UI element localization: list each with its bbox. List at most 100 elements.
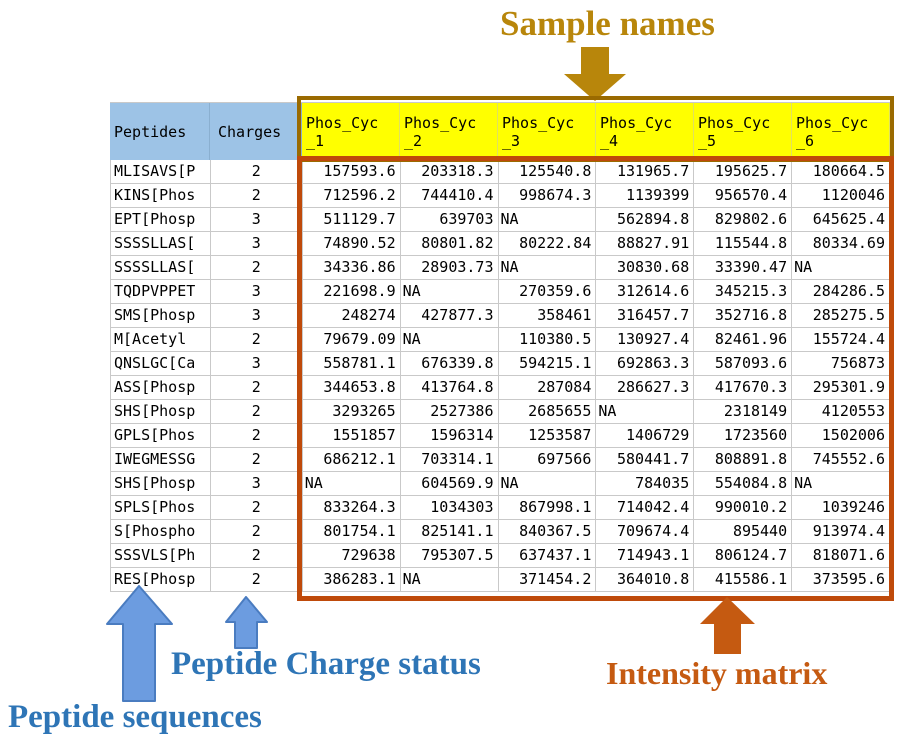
intensity-cell[interactable]: 1139399 <box>596 184 695 208</box>
intensity-cell[interactable]: 115544.8 <box>694 232 793 256</box>
intensity-cell[interactable]: NA <box>792 256 890 280</box>
peptide-cell[interactable]: S[Phospho <box>111 520 211 544</box>
intensity-cell[interactable]: 157593.6 <box>302 160 401 184</box>
intensity-cell[interactable]: 692863.3 <box>596 352 695 376</box>
intensity-cell[interactable]: 825141.1 <box>400 520 499 544</box>
intensity-cell[interactable]: 373595.6 <box>792 568 890 592</box>
intensity-cell[interactable]: 840367.5 <box>498 520 597 544</box>
intensity-cell[interactable]: 34336.86 <box>302 256 401 280</box>
intensity-cell[interactable]: 686212.1 <box>302 448 401 472</box>
column-header-sample-4[interactable]: Phos_Cyc_4 <box>596 103 694 161</box>
intensity-cell[interactable]: 729638 <box>302 544 401 568</box>
charge-cell[interactable]: 2 <box>210 328 303 352</box>
peptide-cell[interactable]: SSSVLS[Ph <box>111 544 211 568</box>
intensity-cell[interactable]: 511129.7 <box>302 208 401 232</box>
intensity-cell[interactable]: 30830.68 <box>596 256 695 280</box>
intensity-cell[interactable]: 2318149 <box>694 400 793 424</box>
column-header-sample-6[interactable]: Phos_Cyc_6 <box>792 103 890 161</box>
intensity-cell[interactable]: 180664.5 <box>792 160 890 184</box>
intensity-cell[interactable]: 795307.5 <box>400 544 499 568</box>
intensity-cell[interactable]: 345215.3 <box>694 280 793 304</box>
column-header-sample-1[interactable]: Phos_Cyc_1 <box>302 103 400 161</box>
intensity-cell[interactable]: 286627.3 <box>596 376 695 400</box>
intensity-cell[interactable]: 2685655 <box>498 400 597 424</box>
intensity-cell[interactable]: 2527386 <box>400 400 499 424</box>
intensity-cell[interactable]: 125540.8 <box>498 160 597 184</box>
intensity-cell[interactable]: 155724.4 <box>792 328 890 352</box>
intensity-cell[interactable]: 1253587 <box>498 424 597 448</box>
charge-cell[interactable]: 2 <box>210 520 303 544</box>
intensity-cell[interactable]: 80801.82 <box>400 232 499 256</box>
intensity-cell[interactable]: 712596.2 <box>302 184 401 208</box>
intensity-cell[interactable]: 110380.5 <box>498 328 597 352</box>
intensity-cell[interactable]: 1034303 <box>400 496 499 520</box>
intensity-cell[interactable]: 312614.6 <box>596 280 695 304</box>
intensity-cell[interactable]: 131965.7 <box>596 160 695 184</box>
intensity-cell[interactable]: 195625.7 <box>694 160 793 184</box>
intensity-cell[interactable]: 371454.2 <box>498 568 597 592</box>
charge-cell[interactable]: 3 <box>210 232 303 256</box>
intensity-cell[interactable]: 413764.8 <box>400 376 499 400</box>
intensity-cell[interactable]: 285275.5 <box>792 304 890 328</box>
charge-cell[interactable]: 3 <box>210 472 303 496</box>
intensity-cell[interactable]: 604569.9 <box>400 472 499 496</box>
intensity-cell[interactable]: NA <box>400 568 499 592</box>
peptide-cell[interactable]: M[Acetyl <box>111 328 211 352</box>
charge-cell[interactable]: 2 <box>210 184 303 208</box>
intensity-cell[interactable]: 580441.7 <box>596 448 695 472</box>
intensity-cell[interactable]: 3293265 <box>302 400 401 424</box>
intensity-cell[interactable]: 1039246 <box>792 496 890 520</box>
intensity-cell[interactable]: 998674.3 <box>498 184 597 208</box>
charge-cell[interactable]: 2 <box>210 568 303 592</box>
intensity-cell[interactable]: 1596314 <box>400 424 499 448</box>
intensity-cell[interactable]: 756873 <box>792 352 890 376</box>
intensity-cell[interactable]: NA <box>792 472 890 496</box>
charge-cell[interactable]: 3 <box>210 280 303 304</box>
peptide-cell[interactable]: SHS[Phosp <box>111 472 211 496</box>
intensity-cell[interactable]: 427877.3 <box>400 304 499 328</box>
intensity-cell[interactable]: 1406729 <box>596 424 695 448</box>
charge-cell[interactable]: 2 <box>210 544 303 568</box>
peptide-cell[interactable]: TQDPVPPET <box>111 280 211 304</box>
intensity-cell[interactable]: 270359.6 <box>498 280 597 304</box>
intensity-cell[interactable]: 697566 <box>498 448 597 472</box>
intensity-cell[interactable]: NA <box>302 472 401 496</box>
intensity-cell[interactable]: 639703 <box>400 208 499 232</box>
intensity-cell[interactable]: 913974.4 <box>792 520 890 544</box>
peptide-cell[interactable]: KINS[Phos <box>111 184 211 208</box>
intensity-cell[interactable]: 33390.47 <box>694 256 793 280</box>
intensity-cell[interactable]: 284286.5 <box>792 280 890 304</box>
peptide-cell[interactable]: ASS[Phosp <box>111 376 211 400</box>
intensity-cell[interactable]: 88827.91 <box>596 232 695 256</box>
intensity-cell[interactable]: 352716.8 <box>694 304 793 328</box>
intensity-cell[interactable]: 637437.1 <box>498 544 597 568</box>
intensity-cell[interactable]: 358461 <box>498 304 597 328</box>
intensity-cell[interactable]: 714042.4 <box>596 496 695 520</box>
intensity-cell[interactable]: 248274 <box>302 304 401 328</box>
charge-cell[interactable]: 2 <box>210 424 303 448</box>
intensity-cell[interactable]: 829802.6 <box>694 208 793 232</box>
intensity-cell[interactable]: NA <box>498 256 597 280</box>
charge-cell[interactable]: 3 <box>210 352 303 376</box>
peptide-cell[interactable]: SHS[Phosp <box>111 400 211 424</box>
intensity-cell[interactable]: 744410.4 <box>400 184 499 208</box>
intensity-cell[interactable]: 80222.84 <box>498 232 597 256</box>
intensity-cell[interactable]: 74890.52 <box>302 232 401 256</box>
peptide-cell[interactable]: MLISAVS[P <box>111 160 211 184</box>
intensity-cell[interactable]: 895440 <box>694 520 793 544</box>
peptide-cell[interactable]: SSSSLLAS[ <box>111 232 211 256</box>
intensity-cell[interactable]: 833264.3 <box>302 496 401 520</box>
intensity-cell[interactable]: 344653.8 <box>302 376 401 400</box>
intensity-cell[interactable]: 745552.6 <box>792 448 890 472</box>
intensity-cell[interactable]: 956570.4 <box>694 184 793 208</box>
intensity-cell[interactable]: NA <box>596 400 695 424</box>
intensity-cell[interactable]: 558781.1 <box>302 352 401 376</box>
intensity-cell[interactable]: 784035 <box>596 472 695 496</box>
intensity-cell[interactable]: 554084.8 <box>694 472 793 496</box>
intensity-cell[interactable]: 316457.7 <box>596 304 695 328</box>
intensity-cell[interactable]: 221698.9 <box>302 280 401 304</box>
intensity-cell[interactable]: 645625.4 <box>792 208 890 232</box>
peptide-cell[interactable]: GPLS[Phos <box>111 424 211 448</box>
peptide-cell[interactable]: SPLS[Phos <box>111 496 211 520</box>
intensity-cell[interactable]: 386283.1 <box>302 568 401 592</box>
